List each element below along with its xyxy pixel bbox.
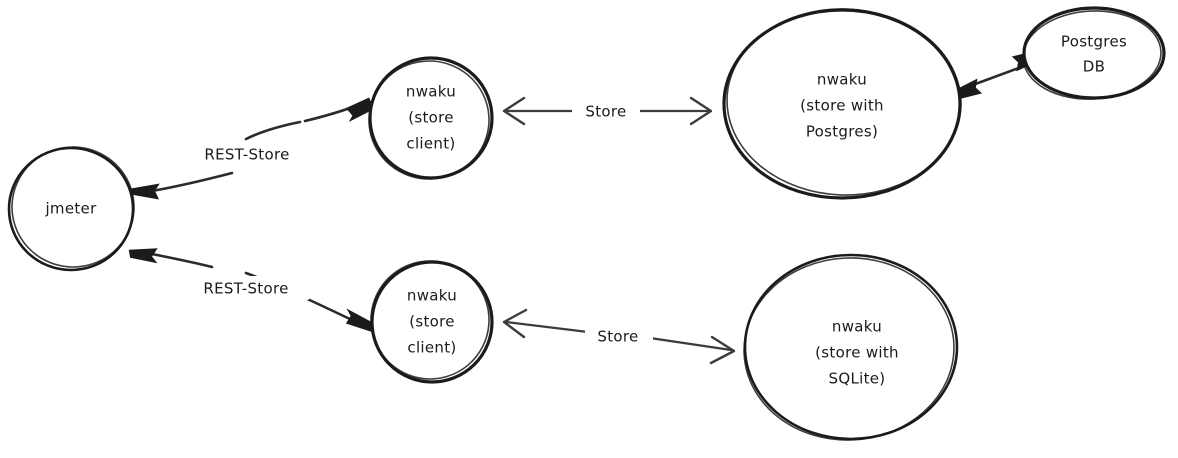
edge-arrowhead-to-jmeter-top — [131, 183, 160, 200]
edge-client-bottom-to-sqlite-node[interactable]: Store — [502, 308, 736, 365]
node-nwaku-store-client-top-label-line2: (store — [408, 109, 454, 127]
node-jmeter-shape-sketch — [11, 146, 135, 268]
node-nwaku-store-sqlite[interactable]: nwaku (store with SQLite) — [739, 253, 959, 446]
edge-jmeter-to-client-top[interactable]: REST-Store — [130, 97, 374, 200]
edge-arrowhead-to-client-top — [345, 97, 374, 122]
node-postgres-db[interactable]: Postgres DB — [1021, 6, 1166, 102]
edge-arrowhead-to-client-bottom — [345, 308, 374, 333]
node-nwaku-store-postgres-label-line3: Postgres) — [806, 123, 878, 141]
node-nwaku-store-client-bottom[interactable]: nwaku (store client) — [366, 256, 494, 384]
edge-label-rest-store-bottom: REST-Store — [203, 280, 288, 298]
node-nwaku-store-postgres-label-line2: (store with — [800, 97, 884, 115]
node-nwaku-store-sqlite-shape — [743, 253, 959, 441]
edge-line-store-bottom-right — [648, 336, 733, 352]
node-jmeter-shape — [7, 146, 135, 272]
node-postgres-db-label-line2: DB — [1083, 58, 1105, 76]
edge-arrowhead-store-top-right — [689, 96, 713, 126]
edge-client-top-to-postgres-node[interactable]: Store — [502, 96, 713, 126]
edge-line-segment-to-jmeter-bottom — [150, 252, 214, 269]
edge-label-store-bottom: Store — [597, 328, 638, 346]
edge-arrowhead-to-jmeter-bottom — [128, 248, 158, 264]
node-jmeter-label: jmeter — [44, 200, 97, 218]
edge-label-store-top: Store — [585, 103, 626, 121]
node-nwaku-store-sqlite-label-line1: nwaku — [832, 318, 882, 336]
edge-label-backdrop-rest-store-top — [183, 142, 311, 166]
node-postgres-db-label-line1: Postgres — [1061, 33, 1127, 51]
node-nwaku-store-client-top-shape-sketch — [368, 60, 490, 180]
node-nwaku-store-client-bottom-shape — [370, 260, 494, 384]
edge-label-rest-store-top: REST-Store — [204, 146, 289, 164]
node-postgres-db-shape-sketch — [1022, 10, 1162, 100]
edge-arrowhead-store-bottom-right — [709, 335, 736, 365]
node-nwaku-store-postgres[interactable]: nwaku (store with Postgres) — [722, 5, 964, 200]
node-nwaku-store-client-top[interactable]: nwaku (store client) — [365, 56, 494, 183]
node-postgres-db-shape — [1022, 6, 1166, 100]
node-nwaku-store-client-bottom-label-line3: client) — [407, 339, 456, 357]
node-nwaku-store-sqlite-label-line3: SQLite) — [829, 370, 886, 388]
node-nwaku-store-sqlite-label-line2: (store with — [815, 344, 899, 362]
node-nwaku-store-client-bottom-label-line2: (store — [409, 313, 455, 331]
node-nwaku-store-postgres-shape — [722, 8, 962, 200]
node-jmeter[interactable]: jmeter — [7, 144, 137, 272]
node-nwaku-store-client-top-label-line3: client) — [406, 135, 455, 153]
node-nwaku-store-client-top-label-line1: nwaku — [406, 83, 456, 101]
node-nwaku-store-client-top-shape — [368, 56, 494, 180]
edge-jmeter-to-client-bottom[interactable]: REST-Store — [128, 248, 376, 333]
edge-line-postgres-db — [968, 64, 1026, 88]
edge-line-segment-upper — [244, 120, 302, 141]
edge-line-store-bottom-left — [504, 320, 590, 334]
node-nwaku-store-postgres-shape-sketch — [726, 8, 962, 196]
node-nwaku-store-postgres-label-line1: nwaku — [817, 71, 867, 89]
node-nwaku-store-sqlite-shape-sketch — [743, 257, 955, 441]
edge-arrowhead-store-bottom-left — [502, 308, 528, 339]
edge-label-backdrop-store-bottom — [585, 325, 653, 347]
edge-line-segment-lower — [150, 171, 234, 193]
edge-arrowhead-store-top-left — [502, 96, 526, 126]
edge-label-backdrop-store-top — [572, 100, 640, 122]
node-nwaku-store-client-bottom-label-line1: nwaku — [407, 287, 457, 305]
edge-label-backdrop-rest-store-bottom — [182, 276, 310, 300]
node-nwaku-store-client-bottom-shape-sketch — [370, 260, 490, 380]
